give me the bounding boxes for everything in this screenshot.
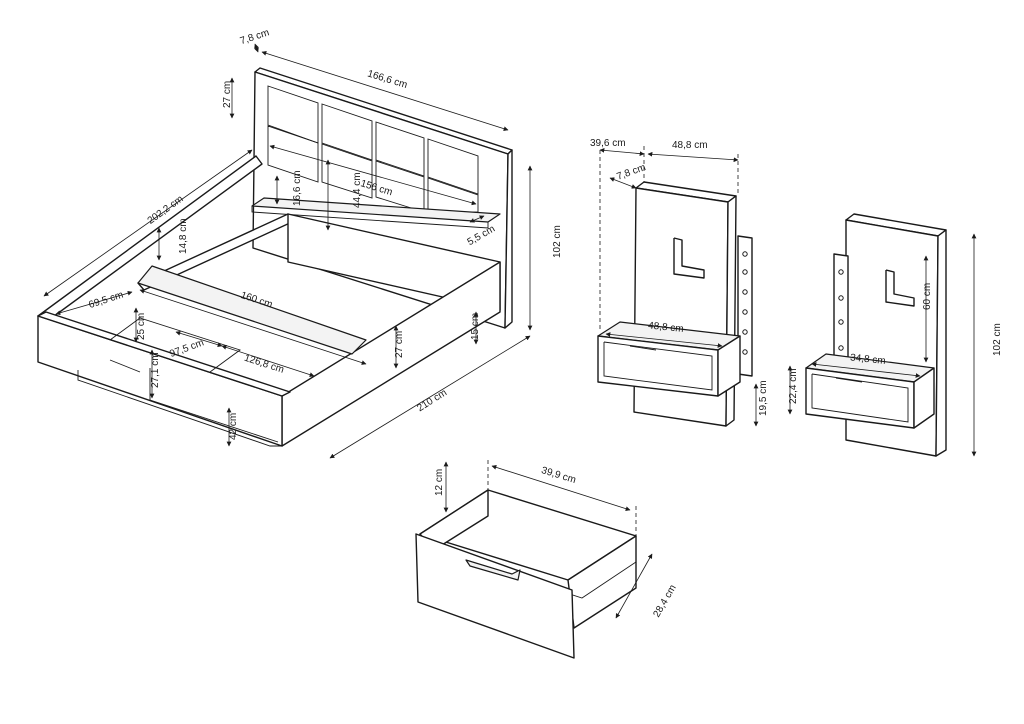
- dim-panel-height: 27 cm: [222, 81, 233, 108]
- nightstand-right-l-cutout: [885, 269, 915, 307]
- dim-frame-height: 27,1 cm: [150, 352, 161, 388]
- bed-dimension-lines: [43, 43, 533, 459]
- dim-headboard-width: 166,6 cm: [366, 69, 409, 92]
- dim-shelf-height: 16,6 cm: [292, 170, 303, 206]
- dim-side-height: 25 cm: [136, 313, 147, 340]
- nightstand-left: 39,6 cm 48,8 cm 7,8 cm 48,8 cm 19,5 cm: [590, 138, 769, 427]
- dim-drawer-length: 126,8 cm: [243, 353, 286, 376]
- dim-drawer-depth: 69,5 cm: [87, 290, 124, 311]
- dim-total-length: 210 cm: [415, 387, 449, 414]
- drawer-drawing: 12 cm 39,9 cm 28,4 cm: [415, 460, 679, 659]
- dim-drawer-width: 97,5 cm: [168, 337, 205, 360]
- dim-nightstand-right-top-width: 34,8 cm: [850, 352, 887, 367]
- dim-drawer-height: 12 cm: [434, 469, 445, 496]
- dim-nightstand-panel-width: 48,8 cm: [672, 140, 708, 151]
- dim-leg-height: 15 cm: [470, 313, 481, 340]
- dim-nightstand-bottom-gap: 19,5 cm: [758, 380, 769, 416]
- bed-drawing: 7,8 cm 166,6 cm 27 cm 16,6 cm 44,4 cm 15…: [37, 27, 563, 459]
- nightstand-left-l-cutout: [673, 237, 705, 279]
- nightstand-right: 34,8 cm 22,4 cm 60 cm 102 cm: [787, 213, 1003, 457]
- dim-slat-height: 14,8 cm: [178, 218, 189, 254]
- bed-center-slat: [137, 265, 367, 355]
- dim-drawer-depth: 28,4 cm: [651, 583, 678, 619]
- dim-nightstand-right-box-height: 22,4 cm: [788, 368, 799, 404]
- dim-inner-height: 44,4 cm: [352, 172, 363, 208]
- dim-nightstand-right-panel-height: 60 cm: [922, 283, 933, 310]
- dim-nightstand-top-width: 48,8 cm: [648, 320, 685, 335]
- nightstand-left-wall-rail: [737, 235, 753, 377]
- dim-nightstand-right-total-height: 102 cm: [992, 323, 1003, 356]
- dim-clearance: 42 cm: [228, 413, 239, 440]
- dim-nightstand-total-depth: 39,6 cm: [590, 138, 626, 149]
- drawer-handle: [465, 559, 521, 581]
- dim-total-height-bed: 102 cm: [552, 225, 563, 258]
- dim-nightstand-panel-depth: 7,8 cm: [615, 162, 647, 183]
- dim-side-board-height: 27 cm: [394, 331, 405, 358]
